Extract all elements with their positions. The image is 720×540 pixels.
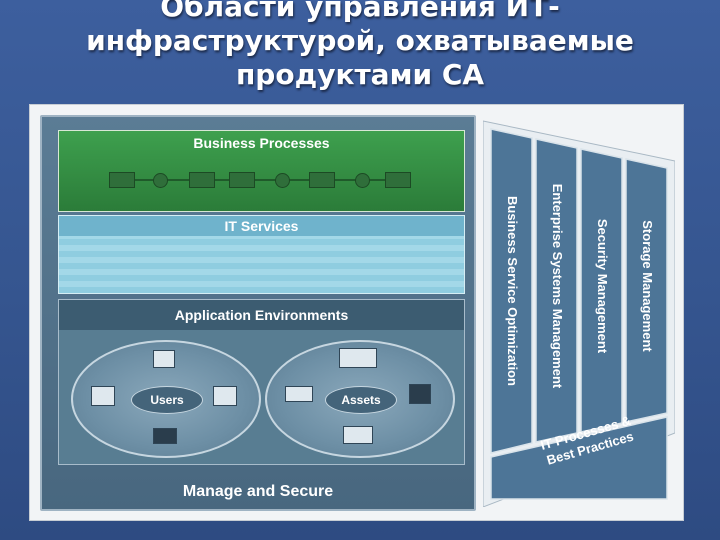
application-environments-label: Application Environments — [174, 307, 349, 323]
truck-icon — [153, 428, 177, 444]
process-flow-icon — [109, 169, 411, 189]
process-node-icon — [153, 173, 168, 188]
process-step-icon — [189, 172, 215, 188]
process-node-icon — [275, 173, 290, 188]
ca-management-diagram: Business Processes IT Services Applicati… — [29, 104, 684, 521]
assets-ring: Assets — [265, 340, 455, 458]
title-line-1: Области управления ИТ- — [160, 0, 560, 23]
database-icon — [285, 386, 313, 402]
process-step-icon — [229, 172, 255, 188]
process-node-icon — [355, 173, 370, 188]
business-processes-layer: Business Processes — [58, 130, 465, 212]
column-business-service-optimization — [490, 128, 533, 454]
business-processes-label: Business Processes — [193, 135, 330, 151]
manage-and-secure-label: Manage and Secure — [182, 483, 334, 500]
it-services-layer: IT Services — [58, 215, 465, 294]
column-enterprise-systems-management — [535, 138, 578, 443]
enterprise-systems-management-label: Enterprise Systems Management — [550, 183, 565, 389]
monitor-icon — [91, 386, 115, 406]
infrastructure-stack: Business Processes IT Services Applicati… — [40, 115, 476, 511]
it-services-label: IT Services — [224, 218, 299, 234]
assets-hub: Assets — [325, 386, 397, 414]
users-hub: Users — [131, 386, 203, 414]
process-step-icon — [385, 172, 411, 188]
business-service-optimization-label: Business Service Optimization — [505, 195, 520, 386]
column-security-management — [580, 148, 623, 433]
column-storage-management — [625, 158, 668, 423]
security-management-label: Security Management — [595, 218, 610, 354]
storage-management-label: Storage Management — [640, 220, 655, 352]
devices-icon — [343, 426, 373, 444]
server-icon — [213, 386, 237, 406]
process-step-icon — [309, 172, 335, 188]
network-icon — [409, 384, 431, 404]
process-step-icon — [109, 172, 135, 188]
processes-base — [490, 416, 668, 500]
slide-title: Области управления ИТ- инфраструктурой, … — [0, 0, 720, 92]
title-line-3: продуктами CA — [235, 58, 485, 91]
application-environments-layer: Application Environments Users Assets — [58, 299, 465, 465]
title-line-2: инфраструктурой, охватываемые — [86, 24, 634, 57]
computers-icon — [339, 348, 377, 368]
users-ring: Users — [71, 340, 261, 458]
management-disciplines: Business Service Optimization Enterprise… — [483, 115, 675, 507]
disciplines-columns — [483, 120, 675, 507]
people-icon — [153, 350, 175, 368]
